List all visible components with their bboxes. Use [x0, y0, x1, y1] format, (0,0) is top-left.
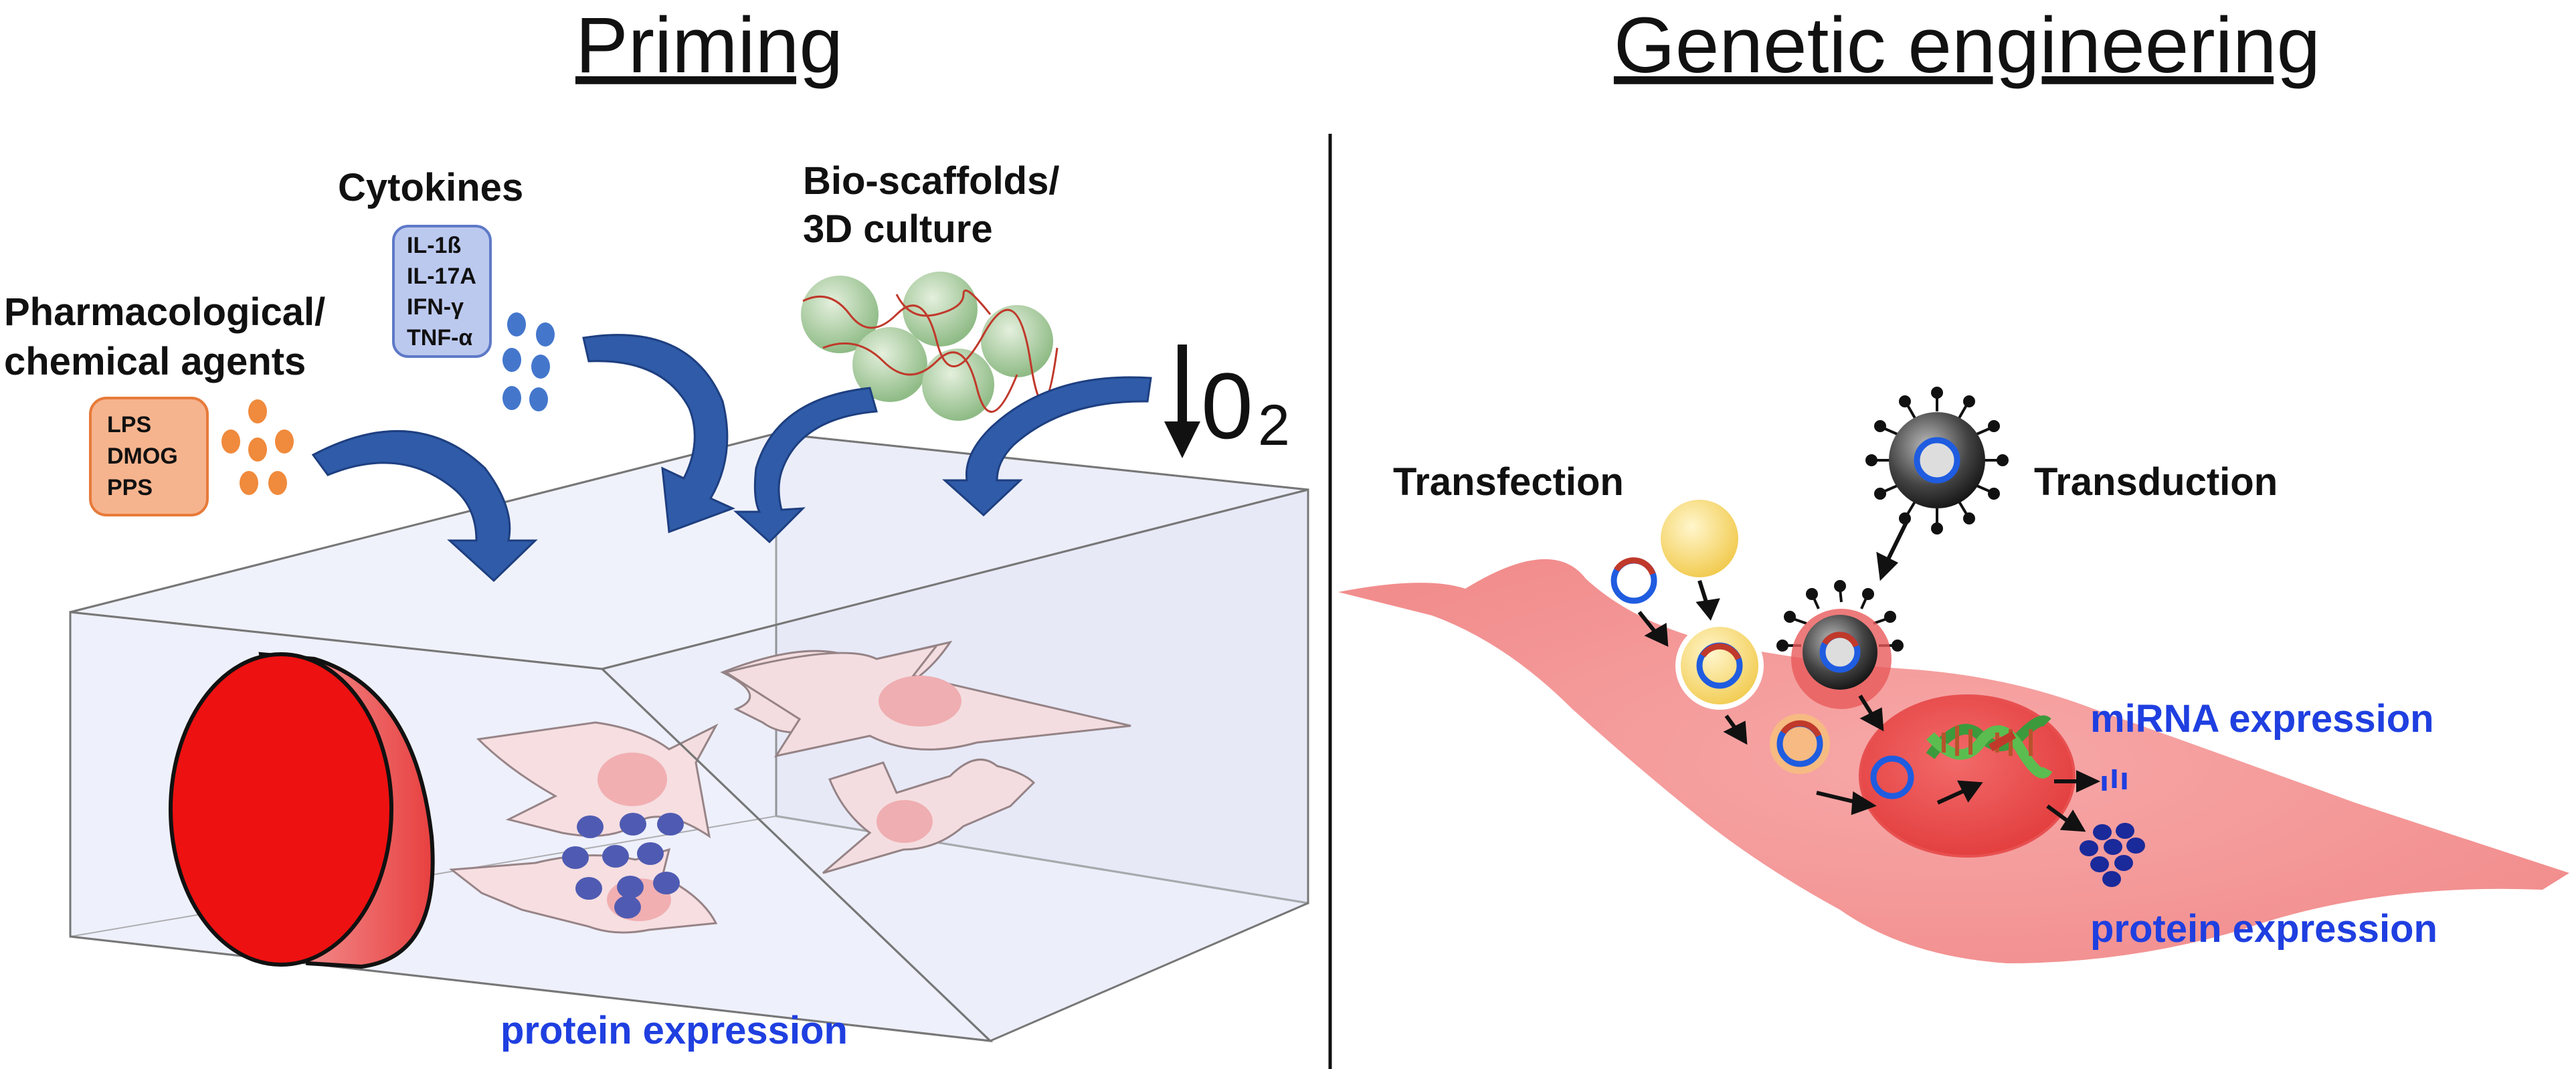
- priming-protein-label: protein expression: [500, 1009, 848, 1052]
- arrow-oxygen: [942, 376, 1152, 517]
- oxygen-symbol: 0: [1201, 353, 1253, 458]
- cytokine-il17a: IL-17A: [407, 264, 476, 289]
- pharma-label-line2: chemical agents: [4, 340, 306, 383]
- plasmid-nucleus: [1870, 755, 1914, 799]
- scaffold-label-line1: Bio-scaffolds/: [803, 159, 1060, 203]
- priming-arrows: [311, 334, 1152, 583]
- transfection-components: [1611, 500, 1914, 799]
- arrow-cytokines: [582, 334, 735, 534]
- genetic-engineering-title: Genetic engineering: [1614, 1, 2320, 90]
- pharma-agent-box: LPS DMOG PPS: [89, 397, 209, 516]
- arrow-pharma: [311, 429, 538, 583]
- viral-vector-free: [1865, 387, 2009, 534]
- pharma-molecules: [221, 399, 294, 495]
- pharma-label-line1: Pharmacological/: [4, 290, 325, 334]
- cytokine-molecules: [502, 312, 555, 411]
- scaffold-label-line2: 3D culture: [803, 207, 993, 251]
- cytokine-box: IL-1ß IL-17A IFN-γ TNF-α: [392, 225, 492, 358]
- cytokine-ifn: IFN-γ: [407, 294, 464, 320]
- target-cell: [1338, 559, 2569, 963]
- cell-nucleus: [597, 753, 667, 806]
- red-disc: [169, 652, 435, 969]
- mirna-molecules: [2102, 769, 2127, 791]
- arrow-scaffold: [733, 387, 878, 544]
- lipid-vesicle: [1661, 500, 1738, 577]
- cell-nucleus: [879, 676, 961, 726]
- lipoplex: [1675, 621, 1764, 710]
- pharma-agent-pps: PPS: [107, 475, 153, 500]
- dna-helix: [1926, 715, 2053, 779]
- cell-nucleus: [877, 800, 933, 843]
- pathway-arrows: [1637, 517, 2101, 832]
- viral-vector-bound: [1776, 580, 1904, 709]
- cytokine-il1b: IL-1ß: [407, 233, 461, 258]
- cytokines-label: Cytokines: [338, 166, 523, 209]
- priming-title: Priming: [575, 1, 843, 90]
- genetic-protein-label: protein expression: [2090, 907, 2437, 951]
- msc-cells: [449, 640, 1131, 934]
- pharma-agent-dmog: DMOG: [107, 444, 178, 469]
- secreted-proteins-left: [562, 813, 684, 918]
- scaffold-spheres: [801, 272, 1059, 421]
- pharma-agent-lps: LPS: [107, 412, 151, 438]
- hypoxia-indicator: 0 2: [1164, 345, 1290, 458]
- transduction-label: Transduction: [2034, 460, 2278, 504]
- cytokine-tnf: TNF-α: [407, 325, 472, 351]
- mirna-expression-label: miRNA expression: [2090, 697, 2434, 741]
- transfection-label: Transfection: [1393, 460, 1624, 504]
- secreted-proteins-right: [2080, 823, 2145, 887]
- oxygen-subscript: 2: [1258, 393, 1290, 458]
